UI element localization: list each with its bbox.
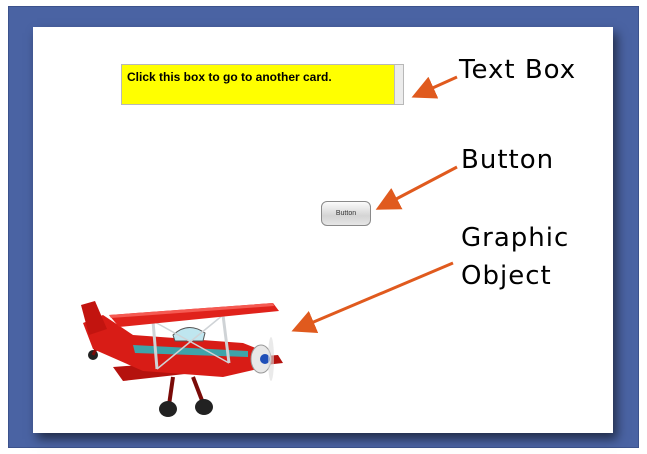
graphic-annotation-line2: Object <box>461 261 552 291</box>
text-box-arrow <box>411 75 458 99</box>
red-biplane-icon[interactable] <box>73 285 293 425</box>
card-frame: Click this box to go to another card. Bu… <box>8 6 639 448</box>
card: Click this box to go to another card. Bu… <box>33 27 613 433</box>
card-button[interactable]: Button <box>321 201 371 226</box>
graphic-arrow <box>291 261 454 334</box>
button-annotation: Button <box>461 145 555 175</box>
text-box-scrollbar[interactable] <box>394 65 403 104</box>
graphic-annotation-line1: Graphic <box>461 223 570 253</box>
button-arrow <box>375 165 458 210</box>
text-box-annotation: Text Box <box>459 55 577 85</box>
annotation-arrows <box>291 75 458 334</box>
text-box-field[interactable]: Click this box to go to another card. <box>121 64 404 105</box>
text-box-content: Click this box to go to another card. <box>127 70 332 84</box>
